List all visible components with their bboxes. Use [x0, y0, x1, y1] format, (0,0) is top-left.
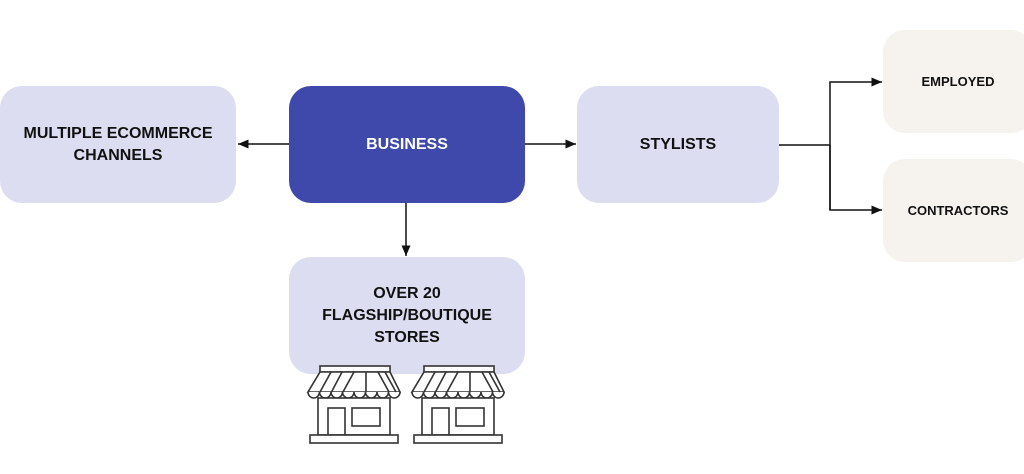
stylists-node: STYLISTS: [577, 86, 779, 203]
stores-node: OVER 20 FLAGSHIP/BOUTIQUE STORES: [289, 257, 525, 374]
contractors-node: CONTRACTORS: [883, 159, 1024, 262]
employed-label: EMPLOYED: [921, 73, 995, 89]
ecommerce-line-1: MULTIPLE ECOMMERCE: [23, 124, 213, 142]
ecommerce-node: MULTIPLE ECOMMERCE CHANNELS: [0, 86, 236, 203]
business-label: BUSINESS: [366, 135, 448, 153]
stores-line-3: STORES: [374, 329, 440, 346]
stores-line-2: FLAGSHIP/BOUTIQUE: [322, 307, 492, 324]
employed-node: EMPLOYED: [883, 30, 1024, 133]
ecommerce-line-2: CHANNELS: [73, 146, 163, 164]
contractors-label: CONTRACTORS: [907, 202, 1009, 218]
arrow-to-employed: [829, 77, 882, 210]
stores-line-1: OVER 20: [373, 285, 441, 302]
business-node: BUSINESS: [289, 86, 525, 203]
arrow-to-contractors: [829, 145, 882, 215]
stylists-label: STYLISTS: [639, 135, 717, 153]
